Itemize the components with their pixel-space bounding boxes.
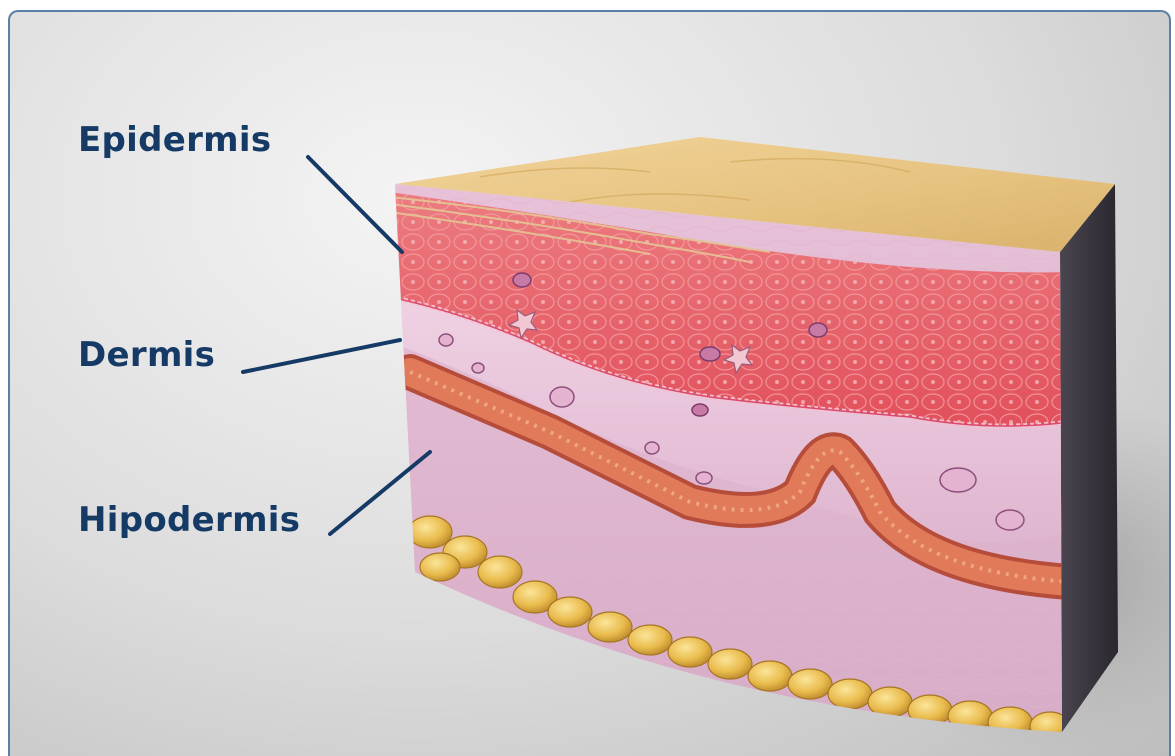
block-side-face bbox=[1060, 184, 1118, 732]
label-dermis: Dermis bbox=[78, 335, 215, 375]
figure-frame: Epidermis Dermis Hipodermis bbox=[8, 10, 1171, 756]
epidermis-leader-line bbox=[308, 157, 402, 252]
label-hypodermis: Hipodermis bbox=[78, 500, 300, 540]
dermis-leader-line bbox=[243, 340, 400, 372]
label-epidermis: Epidermis bbox=[78, 120, 271, 160]
